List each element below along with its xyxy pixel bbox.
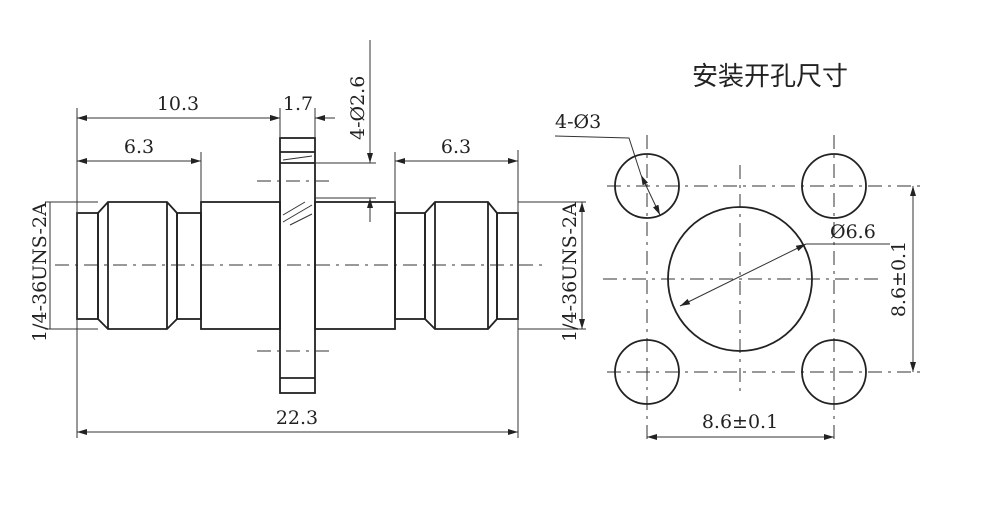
mount-hole-bottom-left (614, 339, 680, 405)
center-hole (667, 206, 813, 352)
mount-hole-top-left (614, 153, 680, 219)
mounting-hole-pattern: 安装开孔尺寸 4-Ø3 Ø6.6 8.6±0.1 8.6±0.1 (554, 62, 923, 440)
drawing-title: 安装开孔尺寸 (692, 62, 848, 92)
right-neck (394, 212, 426, 320)
mount-hole-top-right (801, 153, 867, 219)
left-nut (97, 201, 178, 330)
right-tip (496, 212, 519, 320)
dim-1-7: 1.7 (283, 93, 313, 115)
dim-flange-holes: 4-Ø2.6 (347, 76, 369, 140)
flange-hole-hatch (282, 155, 313, 226)
vertical-spacing: 8.6±0.1 (888, 241, 910, 317)
thread-label-left: 1/4-36UNS-2A (29, 202, 51, 342)
dim-10-3: 10.3 (157, 93, 199, 115)
mount-hole-bottom-right (801, 339, 867, 405)
left-neck (176, 212, 202, 320)
dim-22-3: 22.3 (276, 407, 318, 429)
thread-label-right: 1/4-36UNS-2A (559, 202, 581, 342)
connector-side-view: 10.3 1.7 6.3 6.3 22.3 4-Ø2.6 1/4-36UNS-2… (29, 40, 586, 438)
holes-label: 4-Ø3 (555, 111, 601, 133)
left-tip (76, 212, 99, 320)
center-hole-label: Ø6.6 (830, 221, 876, 243)
dim-right-6-3: 6.3 (441, 136, 471, 158)
dim-left-6-3: 6.3 (124, 136, 154, 158)
horizontal-spacing: 8.6±0.1 (702, 411, 778, 433)
